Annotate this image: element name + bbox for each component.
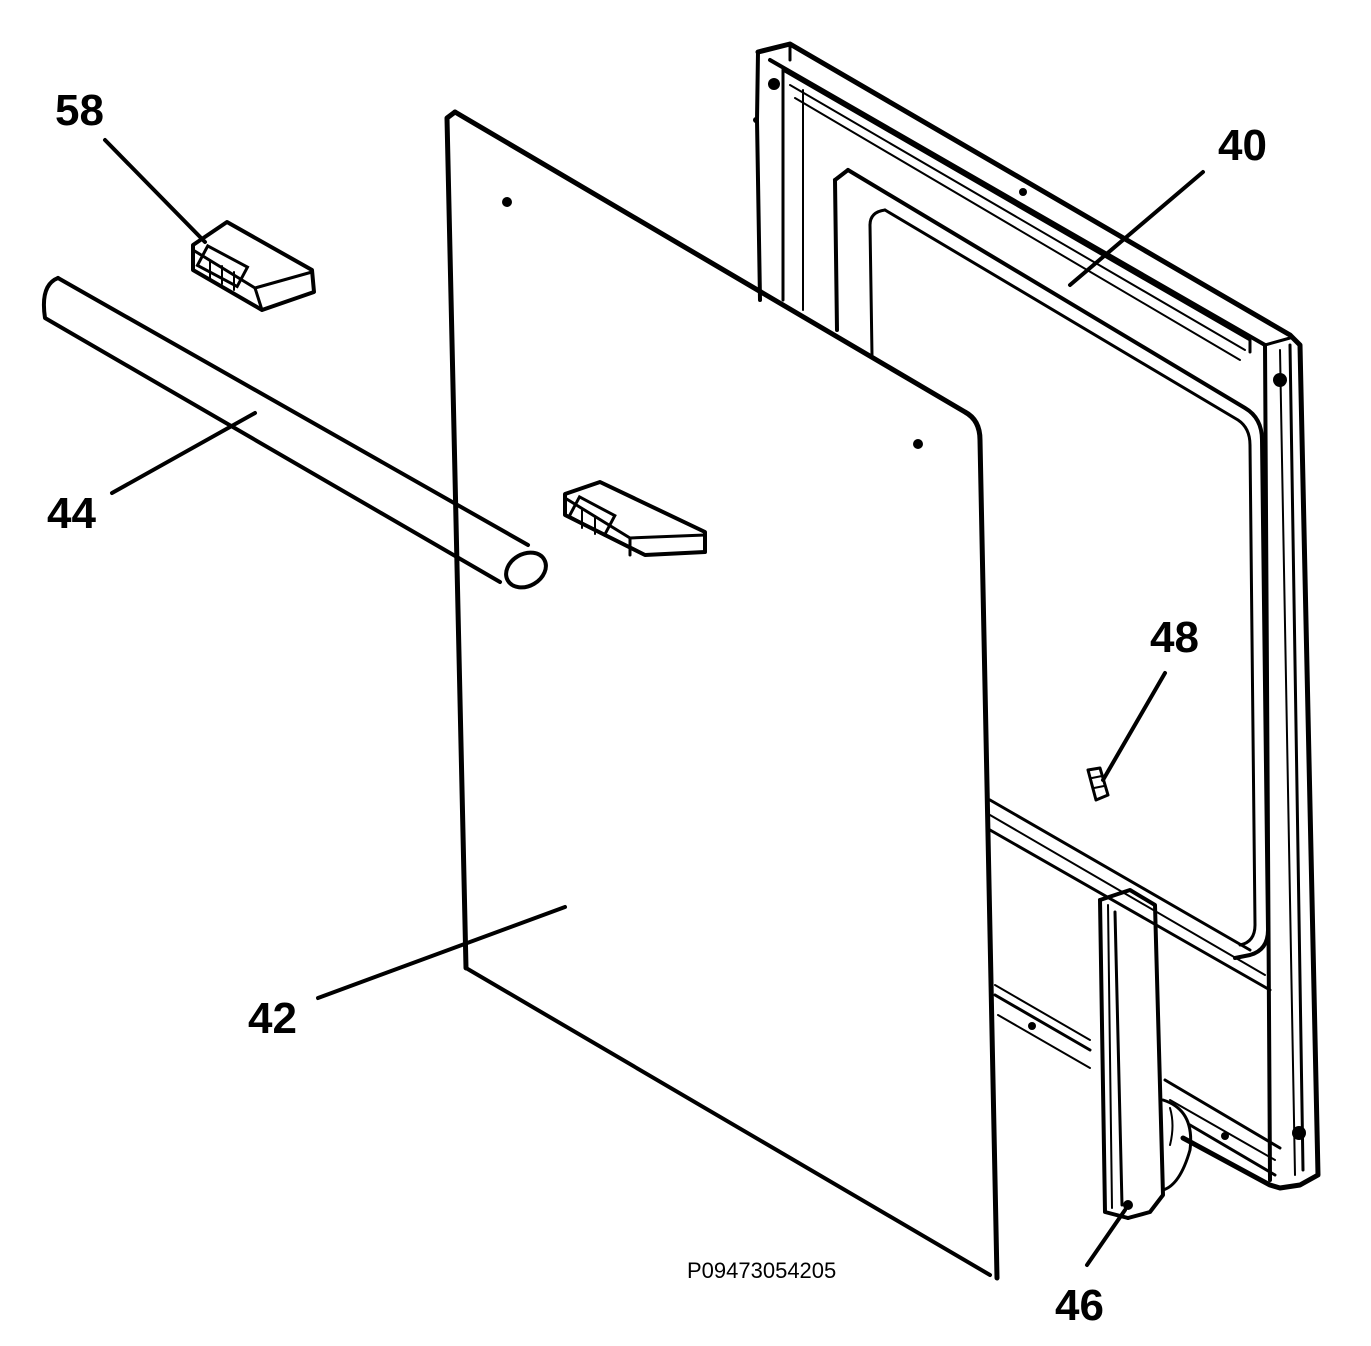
hinge-46 [1098,888,1193,1220]
label-44: 44 [47,489,96,538]
clip-48 [1086,766,1110,802]
leader-40 [1068,170,1205,287]
leader-42 [316,905,567,1000]
handle-tube-44 [41,276,548,590]
leader-44 [110,411,257,495]
label-46: 46 [1055,1281,1104,1330]
label-58: 58 [55,86,104,135]
label-48: 48 [1150,613,1199,662]
door-frame-40 [753,41,1321,1191]
leader-58 [103,138,207,244]
leader-48 [1101,671,1167,782]
label-40: 40 [1218,121,1267,170]
label-42: 42 [248,994,297,1043]
end-cap-58 [191,220,316,312]
end-cap-mounted [563,480,707,557]
leader-46 [1085,1208,1127,1267]
drawing-code: P09473054205 [687,1258,836,1283]
glass-panel-42 [444,109,1000,1281]
leader-lines [103,138,1205,1267]
